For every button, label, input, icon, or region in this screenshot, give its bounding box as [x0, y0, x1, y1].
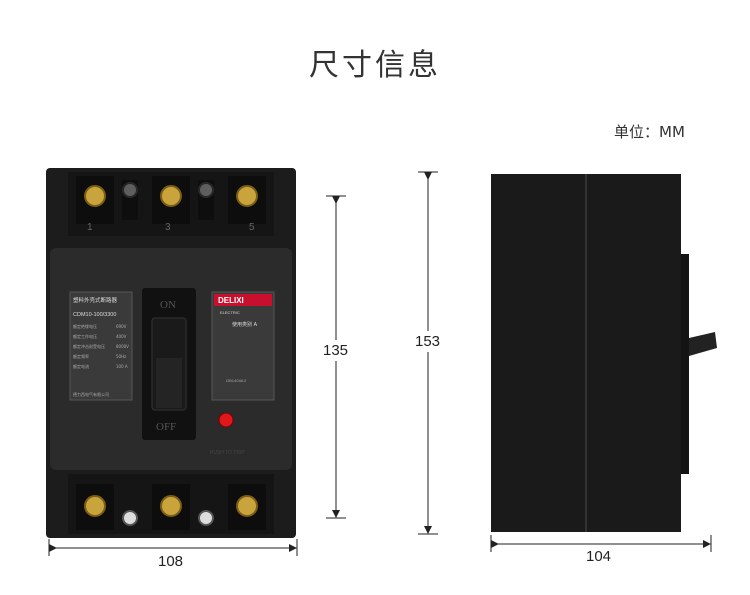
label-left-value: 690V — [116, 324, 127, 329]
dim-104-label: 104 — [586, 548, 612, 565]
top-screw-3 — [160, 185, 182, 207]
side-handle — [689, 332, 717, 356]
label-right-title: 使用类别 A — [232, 321, 258, 328]
switch-off-text: OFF — [156, 421, 176, 433]
bottom-terminals — [76, 484, 266, 530]
label-left-row: 额定电流 — [73, 363, 89, 369]
switch-on-text: ON — [160, 299, 176, 311]
label-left-value: 8000V — [116, 344, 129, 349]
bottom-screw-3 — [236, 495, 258, 517]
bottom-screw-1 — [84, 495, 106, 517]
breaker-side-view — [491, 174, 717, 532]
label-left-value: 400V — [116, 334, 127, 339]
brand-sub: ELECTRIC — [220, 310, 240, 315]
dim-108-label: 108 — [158, 553, 184, 570]
label-left-row: 额定绝缘电压 — [73, 323, 97, 329]
label-left-model: CDM10-100/3300 — [73, 312, 116, 318]
terminal-number-1: 1 — [87, 222, 93, 233]
terminal-number-5: 5 — [249, 222, 255, 233]
dim-153-label: 153 — [415, 331, 441, 352]
top-terminals — [76, 176, 266, 224]
top-screw-1 — [84, 185, 106, 207]
rating-label-right — [211, 291, 275, 401]
label-left-title: 塑料外壳式断路器 — [73, 296, 118, 304]
label-right-code: GB14048.2 — [226, 378, 247, 383]
bottom-screw-2 — [160, 495, 182, 517]
page-title: 尺寸信息 — [309, 48, 441, 83]
label-left-footer: 德力西电气有限公司 — [73, 391, 109, 397]
label-left-row: 额定工作电压 — [73, 333, 97, 339]
rating-label-left — [69, 291, 133, 401]
label-left-value: 50Hz — [116, 354, 126, 359]
dim-135-label: 135 — [323, 340, 349, 361]
label-left-row: 额定频率 — [73, 353, 89, 359]
breaker-front-view: 1 3 5 ON OFF 塑料外壳式断路器 CDM10-100/3300 额定绝… — [46, 168, 296, 538]
top-screw-5 — [236, 185, 258, 207]
brand-logo: DELIXI — [218, 296, 244, 305]
terminal-number-3: 3 — [165, 222, 171, 233]
label-left-value: 100 A — [116, 364, 128, 369]
trip-button[interactable] — [218, 412, 234, 428]
label-left-row: 额定冲击耐受电压 — [73, 343, 105, 349]
unit-label: 单位：MM — [614, 123, 685, 141]
push-to-trip-text: PUSH TO TRIP — [210, 450, 245, 456]
